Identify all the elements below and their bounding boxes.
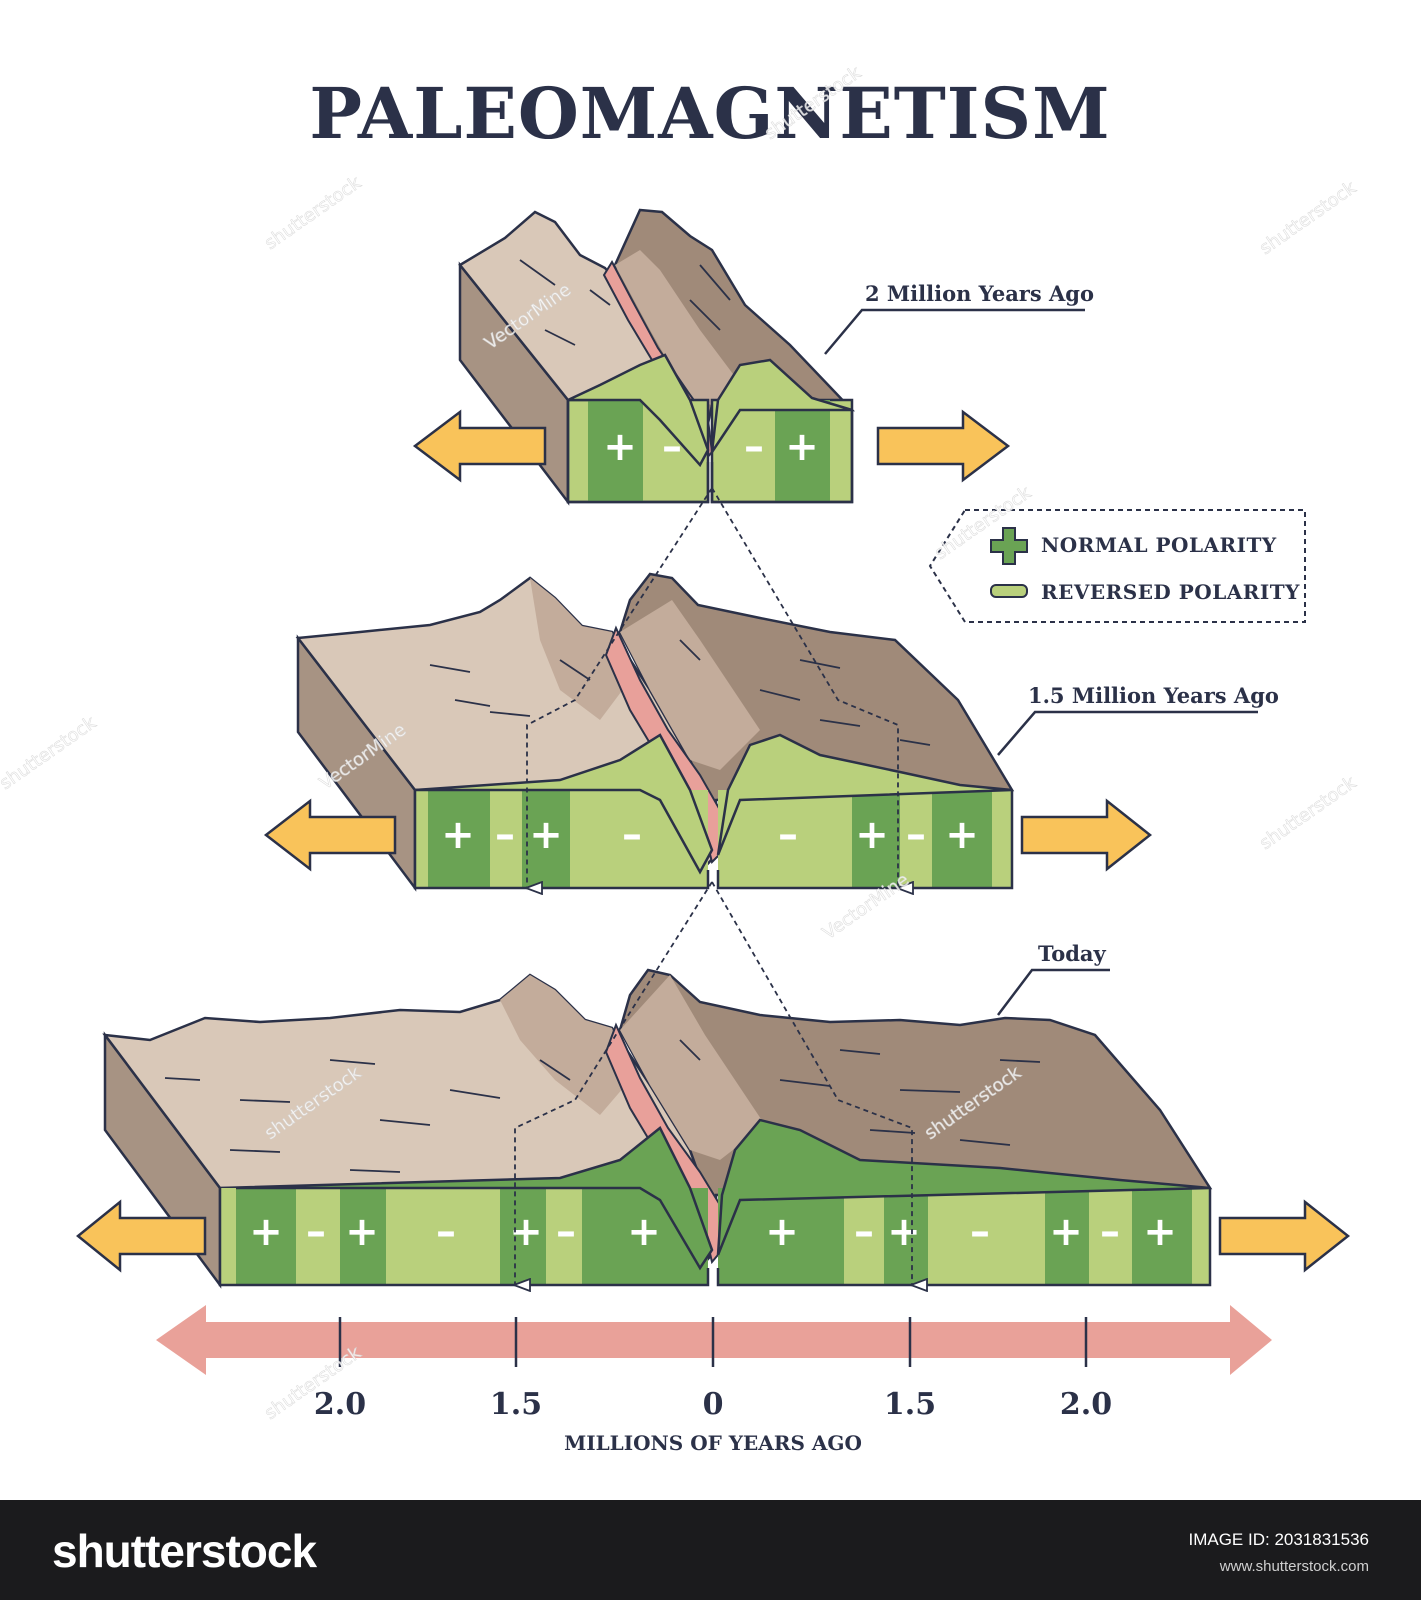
axis-tick-label: 2.0 bbox=[1060, 1387, 1112, 1422]
axis-title: MILLIONS OF YEARS AGO bbox=[564, 1431, 862, 1455]
spreading-arrow-left bbox=[76, 1199, 207, 1273]
polarity-symbol: – bbox=[662, 424, 682, 470]
footer-url: www.shutterstock.com bbox=[1219, 1558, 1369, 1575]
polarity-symbol: + bbox=[529, 812, 563, 858]
block-1-5-million-years: + – + – – + – + bbox=[295, 572, 1015, 892]
timeline-axis: 2.0 1.5 0 1.5 2.0 MILLIONS OF YEARS AGO bbox=[156, 1305, 1272, 1455]
era-label-2-million: 2 Million Years Ago bbox=[865, 281, 1094, 306]
spreading-arrow-left bbox=[263, 798, 397, 872]
axis-tick-label: 1.5 bbox=[490, 1387, 542, 1422]
spreading-arrow-right bbox=[1218, 1199, 1351, 1273]
polarity-symbol: – bbox=[778, 812, 798, 858]
polarity-symbol: – bbox=[1100, 1209, 1120, 1255]
spreading-arrow-right bbox=[1020, 798, 1153, 872]
polarity-symbol: – bbox=[854, 1209, 874, 1255]
polarity-symbol: – bbox=[744, 424, 764, 470]
footer-brand: shutterstock bbox=[52, 1525, 317, 1577]
polarity-symbol: – bbox=[556, 1209, 576, 1255]
watermark-text: shutterstock bbox=[0, 712, 101, 794]
normal-polarity-icon bbox=[990, 527, 1028, 565]
polarity-symbol: + bbox=[887, 1209, 921, 1255]
polarity-symbol: + bbox=[785, 424, 819, 470]
polarity-symbol: – bbox=[622, 812, 642, 858]
legend-reversed-label: REVERSED POLARITY bbox=[1041, 580, 1300, 604]
stock-footer: shutterstock IMAGE ID: 2031831536 www.sh… bbox=[0, 1500, 1421, 1600]
polarity-symbol: + bbox=[1143, 1209, 1177, 1255]
watermark-text: shutterstock bbox=[1256, 177, 1361, 259]
page-title: PALEOMAGNETISM bbox=[309, 72, 1110, 155]
paleomagnetism-diagram: PALEOMAGNETISM + – – + 2 Million Year bbox=[0, 62, 1361, 1455]
polarity-symbol: – bbox=[970, 1209, 990, 1255]
watermark-text: shutterstock bbox=[261, 172, 366, 254]
polarity-symbol: – bbox=[436, 1209, 456, 1255]
polarity-symbol: – bbox=[906, 812, 926, 858]
polarity-symbol: + bbox=[345, 1209, 379, 1255]
reversed-polarity-icon bbox=[990, 584, 1028, 598]
era-label-today: Today bbox=[1038, 941, 1107, 966]
era-label-1-5-million: 1.5 Million Years Ago bbox=[1028, 683, 1279, 708]
polarity-symbol: + bbox=[855, 812, 889, 858]
polarity-symbol: + bbox=[945, 812, 979, 858]
legend: NORMAL POLARITY REVERSED POLARITY bbox=[928, 509, 1306, 623]
polarity-symbol: + bbox=[1049, 1209, 1083, 1255]
polarity-symbol: + bbox=[249, 1209, 283, 1255]
footer-image-id: IMAGE ID: 2031831536 bbox=[1188, 1530, 1369, 1549]
polarity-symbol: + bbox=[765, 1209, 799, 1255]
block-2-million-years: + – – + bbox=[458, 208, 856, 506]
axis-tick-label: 1.5 bbox=[884, 1387, 936, 1422]
spreading-arrow-right bbox=[876, 409, 1011, 483]
projection-lines bbox=[515, 487, 912, 1285]
polarity-symbol: – bbox=[495, 812, 515, 858]
legend-normal-label: NORMAL POLARITY bbox=[1041, 533, 1277, 557]
polarity-symbol: + bbox=[441, 812, 475, 858]
spreading-arrow-left bbox=[412, 409, 547, 483]
polarity-symbol: + bbox=[627, 1209, 661, 1255]
axis-tick-label: 0 bbox=[703, 1387, 724, 1422]
watermark-text: shutterstock bbox=[1256, 772, 1361, 854]
polarity-symbol: – bbox=[306, 1209, 326, 1255]
block-today: + – + – + – + + – + – + – + bbox=[102, 968, 1213, 1289]
axis-tick-label: 2.0 bbox=[314, 1387, 366, 1422]
polarity-symbol: + bbox=[603, 424, 637, 470]
